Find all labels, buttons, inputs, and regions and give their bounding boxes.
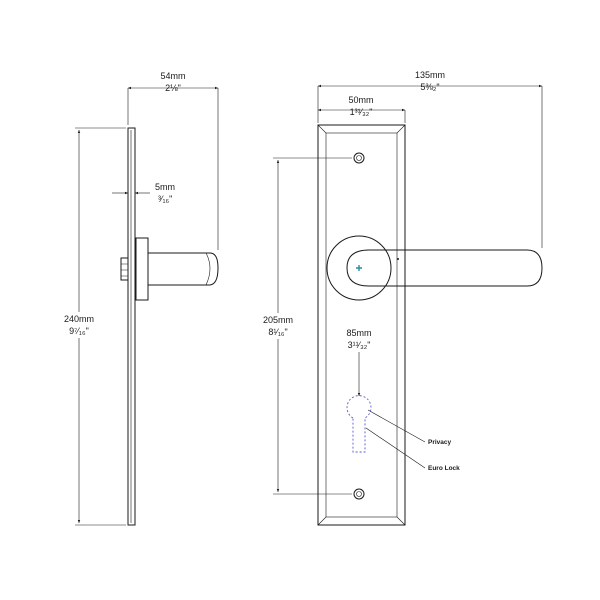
dim-135-metric: 135mm xyxy=(415,70,445,80)
callout-euro-lock: Euro Lock xyxy=(428,465,460,472)
dim-240-metric: 240mm xyxy=(64,314,94,324)
dim-54-imperial: 2⅛" xyxy=(165,83,181,93)
spindle-marker xyxy=(356,265,362,271)
dim-85-metric: 85mm xyxy=(346,328,371,338)
dim-5-metric: 5mm xyxy=(155,182,175,192)
dim-205-metric: 205mm xyxy=(263,315,293,325)
front-rose xyxy=(326,235,392,301)
side-grub-screw xyxy=(120,257,129,281)
front-lever xyxy=(346,249,543,287)
dim-205-imperial: 8¹⁄₁₆" xyxy=(268,327,287,337)
dim-54-metric: 54mm xyxy=(160,71,185,81)
callout-privacy: Privacy xyxy=(428,439,452,446)
dim-85-imperial: 3¹¹⁄₃₂" xyxy=(348,340,371,350)
euro-lock-outline xyxy=(346,395,372,453)
side-view: 54mm 2⅛" 5mm ³⁄₁₆" 240mm 9⁷⁄₁₆" xyxy=(58,71,219,526)
front-backplate xyxy=(317,124,406,526)
bottom-screw xyxy=(353,488,365,500)
top-screw xyxy=(353,152,365,164)
front-view: Privacy Euro Lock 135mm 5⅜₂" 50mm 1³¹⁄₃₂… xyxy=(256,70,543,526)
dim-135-imperial: 5⅜₂" xyxy=(420,82,439,92)
dim-240-imperial: 9⁷⁄₁₆" xyxy=(69,326,89,336)
dim-50-metric: 50mm xyxy=(348,95,373,105)
dim-50-imperial: 1³¹⁄₃₂" xyxy=(350,107,373,117)
side-rose xyxy=(135,237,149,301)
dim-5-imperial: ³⁄₁₆" xyxy=(158,194,172,204)
side-backplate xyxy=(127,127,136,526)
side-lever xyxy=(148,252,219,286)
